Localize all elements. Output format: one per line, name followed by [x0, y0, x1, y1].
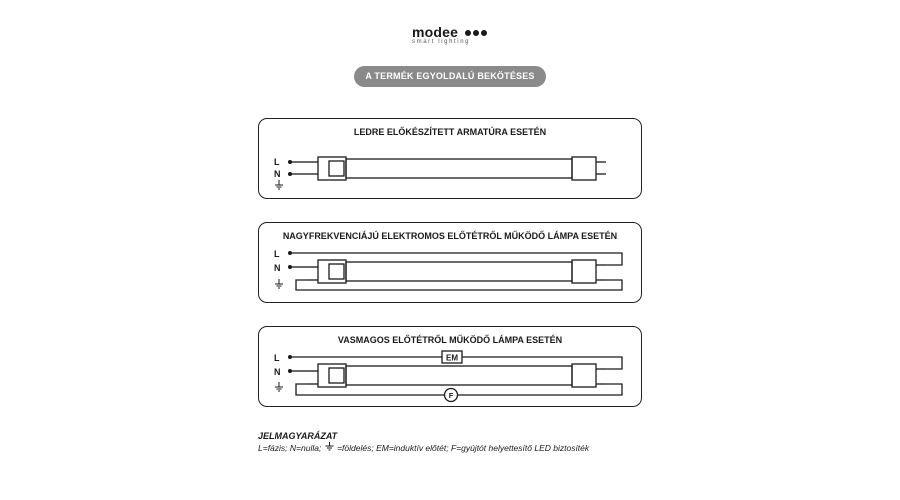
ground-icon	[275, 180, 283, 190]
panel-electronic-ballast: NAGYFREKVENCIÁJÚ ELEKTROMOS ELŐTÉTRŐL MŰ…	[258, 222, 642, 303]
tube-end-cap-right	[571, 156, 597, 181]
legend-title: JELMAGYARÁZAT	[258, 431, 338, 441]
fuse-circle	[443, 387, 459, 403]
led-driver-box	[328, 160, 345, 177]
neutral-label: N	[274, 263, 281, 273]
fuse-label: F	[449, 391, 454, 400]
tube-body	[345, 261, 573, 282]
tube-body	[345, 365, 573, 386]
ground-icon	[275, 279, 283, 289]
panel-title: LEDRE ELŐKÉSZÍTETT ARMATÚRA ESETÉN	[353, 127, 547, 137]
phase-label: L	[274, 157, 280, 167]
terminal-dots	[288, 160, 292, 373]
panel-led-ready: LEDRE ELŐKÉSZÍTETT ARMATÚRA ESETÉN	[258, 118, 642, 199]
ground-icon	[324, 442, 335, 454]
em-label: EM	[446, 354, 458, 363]
legend-text: L=fázis; N=nulla; =földelés; EM=induktív…	[258, 442, 589, 454]
diagram-led-ready	[290, 156, 606, 181]
legend-text-part: =földelés; EM=induktív előtét; F=gyújtót…	[337, 443, 590, 453]
legend-text-part: L=fázis; N=nulla;	[258, 443, 322, 453]
em-ballast-box	[441, 350, 463, 364]
diagram-magnetic-ballast	[290, 350, 623, 403]
phase-label: L	[274, 353, 280, 363]
neutral-label: N	[274, 169, 281, 179]
diagram-electronic-ballast	[290, 252, 623, 291]
logo-dot-icon	[481, 30, 487, 36]
ground-icon	[275, 382, 283, 392]
panel-title: VASMAGOS ELŐTÉTRŐL MŰKÖDŐ LÁMPA ESETÉN	[337, 335, 563, 345]
panel-title: NAGYFREKVENCIÁJÚ ELEKTROMOS ELŐTÉTRŐL MŰ…	[282, 231, 618, 241]
neutral-label: N	[274, 367, 281, 377]
logo-dot-icon	[473, 30, 479, 36]
brand-logo: modee smart lighting	[412, 24, 492, 46]
tube-end-cap-left	[317, 363, 347, 388]
led-driver-box	[328, 263, 345, 280]
led-driver-box	[328, 367, 345, 384]
logo-dot-icon	[465, 30, 471, 36]
logo-tagline: smart lighting	[412, 39, 471, 45]
tube-end-cap-left	[317, 156, 347, 181]
page-title: A TERMÉK EGYOLDALÚ BEKÖTÉSES	[354, 66, 546, 87]
logo-wordmark: modee	[412, 24, 459, 40]
tube-end-cap-left	[317, 259, 347, 284]
panel-magnetic-ballast: VASMAGOS ELŐTÉTRŐL MŰKÖDŐ LÁMPA ESETÉN	[258, 326, 642, 407]
phase-label: L	[274, 249, 280, 259]
tube-body	[345, 158, 573, 179]
tube-end-cap-right	[571, 363, 597, 388]
tube-end-cap-right	[571, 259, 597, 284]
